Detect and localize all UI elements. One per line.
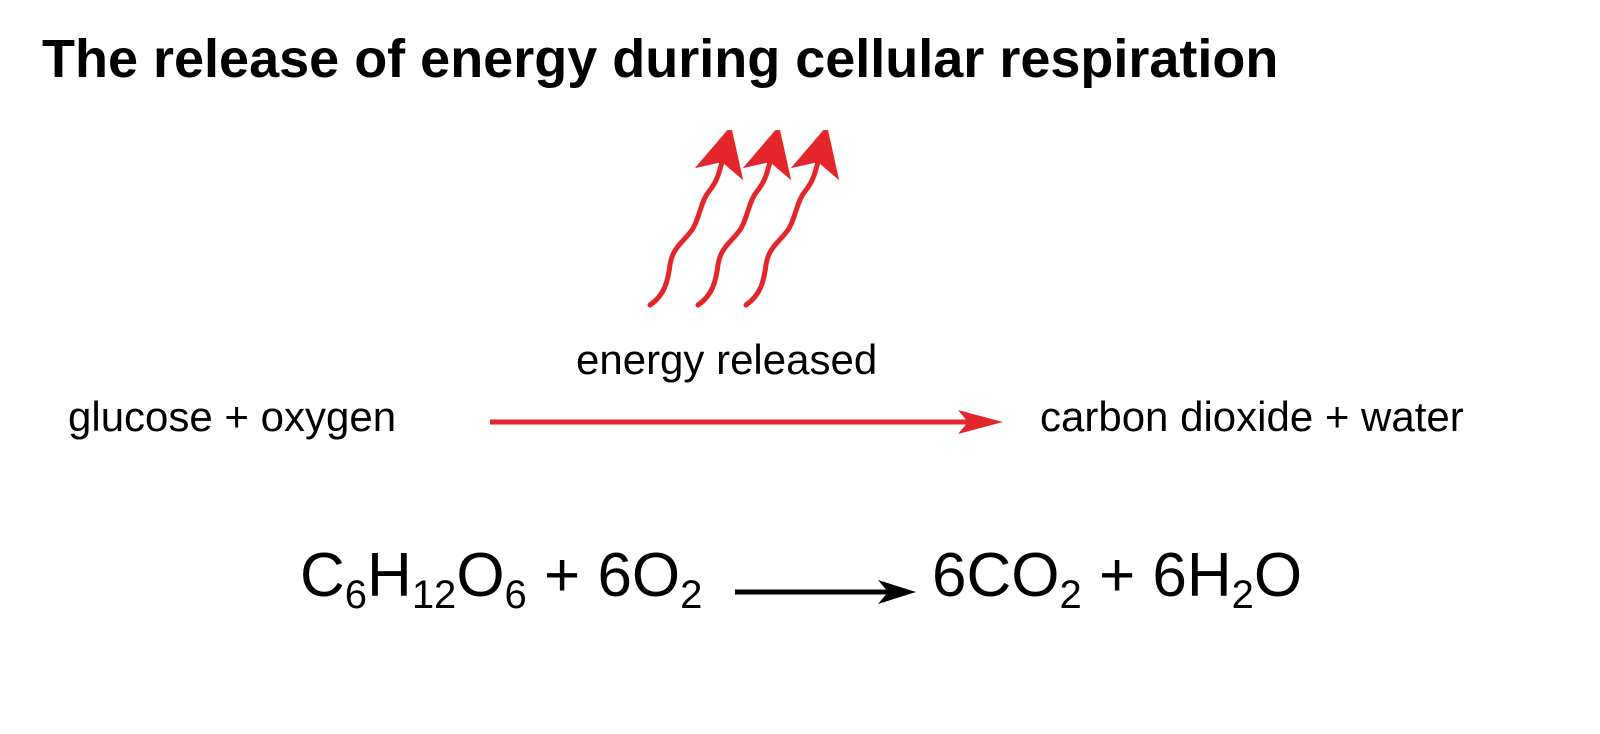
word-equation-products: carbon dioxide + water (1040, 393, 1464, 440)
term-c: C (300, 541, 345, 610)
term-water-o: O (1253, 541, 1303, 610)
subscript-c: 6 (344, 573, 368, 617)
chemical-equation-reactants: C6H12O6 + 6O2 (300, 545, 702, 616)
term-h: H (367, 541, 412, 610)
chemical-equation-products: 6CO2 + 6H2O (932, 545, 1302, 616)
term-o: O (456, 541, 505, 610)
diagram-title: The release of energy during cellular re… (42, 29, 1279, 89)
term-co: 6CO (932, 541, 1060, 610)
chemical-equation-arrow (735, 580, 916, 604)
energy-wave-1 (647, 130, 744, 308)
subscript-o: 6 (504, 573, 527, 617)
subscript-water-h: 2 (1231, 573, 1254, 617)
energy-released-label: energy released (576, 336, 878, 383)
word-equation-arrow (490, 410, 1003, 434)
term-oxygen: + 6O (526, 541, 681, 610)
term-water-h: + 6H (1081, 541, 1232, 610)
word-equation-reactants: glucose + oxygen (68, 393, 397, 440)
subscript-co: 2 (1059, 573, 1082, 617)
subscript-h: 12 (411, 573, 457, 617)
energy-wave-2 (695, 130, 792, 308)
energy-release-waves (647, 130, 840, 308)
subscript-oxygen: 2 (680, 573, 703, 617)
energy-wave-3 (743, 130, 840, 308)
